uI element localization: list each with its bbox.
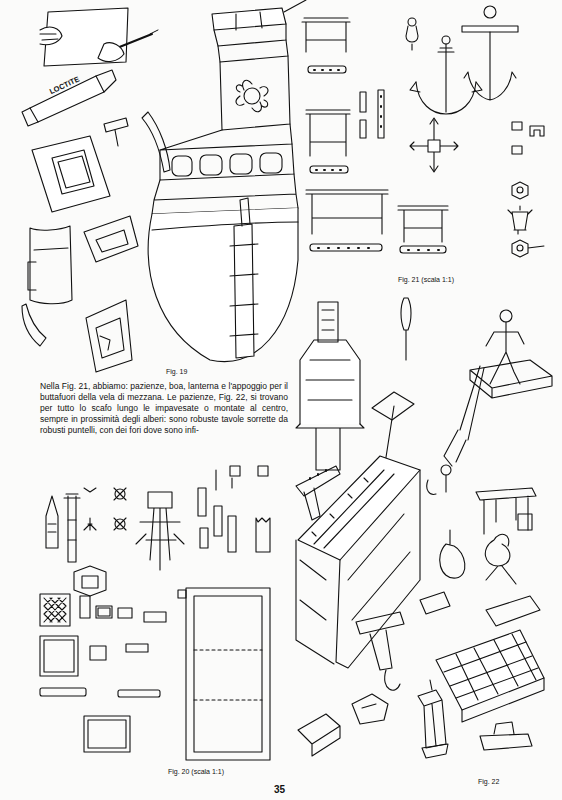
figure-caption: Fig. 20 (scala 1:1) bbox=[168, 768, 224, 775]
page-number: 35 bbox=[274, 784, 285, 795]
body-text: Nella Fig. 21, abbiamo: pazienze, boa, l… bbox=[40, 381, 288, 436]
figure-caption: Fig. 21 (scala 1:1) bbox=[398, 276, 454, 283]
figure-caption: Fig. 19 bbox=[166, 368, 187, 375]
figure-caption: Fig. 22 bbox=[478, 778, 499, 785]
